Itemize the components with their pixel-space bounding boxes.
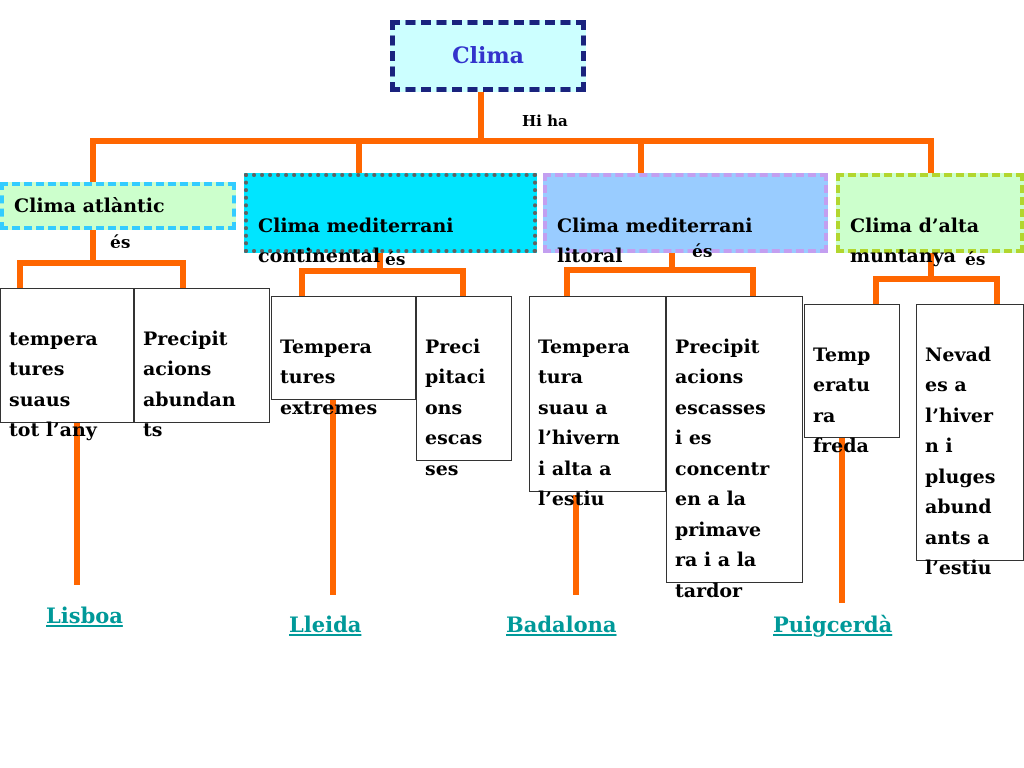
category-clima-mediterrani-litoral: Clima mediterrani litoral bbox=[543, 173, 828, 267]
connector-label-hi-ha: Hi ha bbox=[522, 112, 568, 130]
trait-box-medc-1: Tempera tures extremes bbox=[271, 296, 416, 419]
trait-text: Tempera tura suau a l’hivern i alta a l’… bbox=[538, 335, 630, 511]
city-link-puigcerda[interactable]: Puigcerdà bbox=[773, 612, 893, 637]
trait-box-medl-2: Precipit acions escasses i es concentr e… bbox=[666, 296, 803, 602]
category-label: Clima d’alta muntanya bbox=[850, 215, 980, 267]
trait-text: Preci pitaci ons escas ses bbox=[425, 335, 486, 480]
trait-box-alta-1: Temp eratu ra freda bbox=[804, 304, 900, 457]
category-label: Clima mediterrani continental bbox=[258, 215, 454, 267]
trait-text: Temp eratu ra freda bbox=[813, 343, 871, 458]
category-label: Clima atlàntic bbox=[14, 195, 165, 217]
es-label-medc: és bbox=[385, 250, 406, 270]
root-label: Clima bbox=[452, 43, 524, 69]
es-label-medl: és bbox=[692, 242, 713, 262]
root-node-clima: Clima bbox=[390, 20, 586, 92]
category-clima-mediterrani-continental: Clima mediterrani continental bbox=[244, 173, 537, 267]
trait-text: Precipit acions abundan ts bbox=[143, 327, 236, 442]
es-label-alta: és bbox=[965, 250, 986, 270]
trait-text: Precipit acions escasses i es concentr e… bbox=[675, 335, 770, 602]
trait-box-atlantic-2: Precipit acions abundan ts bbox=[134, 288, 270, 441]
trait-text: Tempera tures extremes bbox=[280, 335, 378, 419]
trait-text: Nevad es a l’hiver n i pluges abund ants… bbox=[925, 343, 996, 580]
es-label-atlantic: és bbox=[110, 233, 131, 253]
trait-text: tempera tures suaus tot l’any bbox=[9, 327, 98, 442]
category-clima-atlantic: Clima atlàntic bbox=[0, 182, 236, 230]
trait-box-atlantic-1: tempera tures suaus tot l’any bbox=[0, 288, 134, 441]
trait-box-alta-2: Nevad es a l’hiver n i pluges abund ants… bbox=[916, 304, 1024, 579]
category-label: Clima mediterrani litoral bbox=[557, 215, 753, 267]
city-link-lleida[interactable]: Lleida bbox=[289, 612, 362, 637]
trait-box-medl-1: Tempera tura suau a l’hivern i alta a l’… bbox=[529, 296, 666, 510]
city-link-lisboa[interactable]: Lisboa bbox=[46, 603, 123, 628]
trait-box-medc-2: Preci pitaci ons escas ses bbox=[416, 296, 512, 480]
city-link-badalona[interactable]: Badalona bbox=[506, 612, 617, 637]
category-clima-alta-muntanya: Clima d’alta muntanya bbox=[836, 173, 1024, 267]
